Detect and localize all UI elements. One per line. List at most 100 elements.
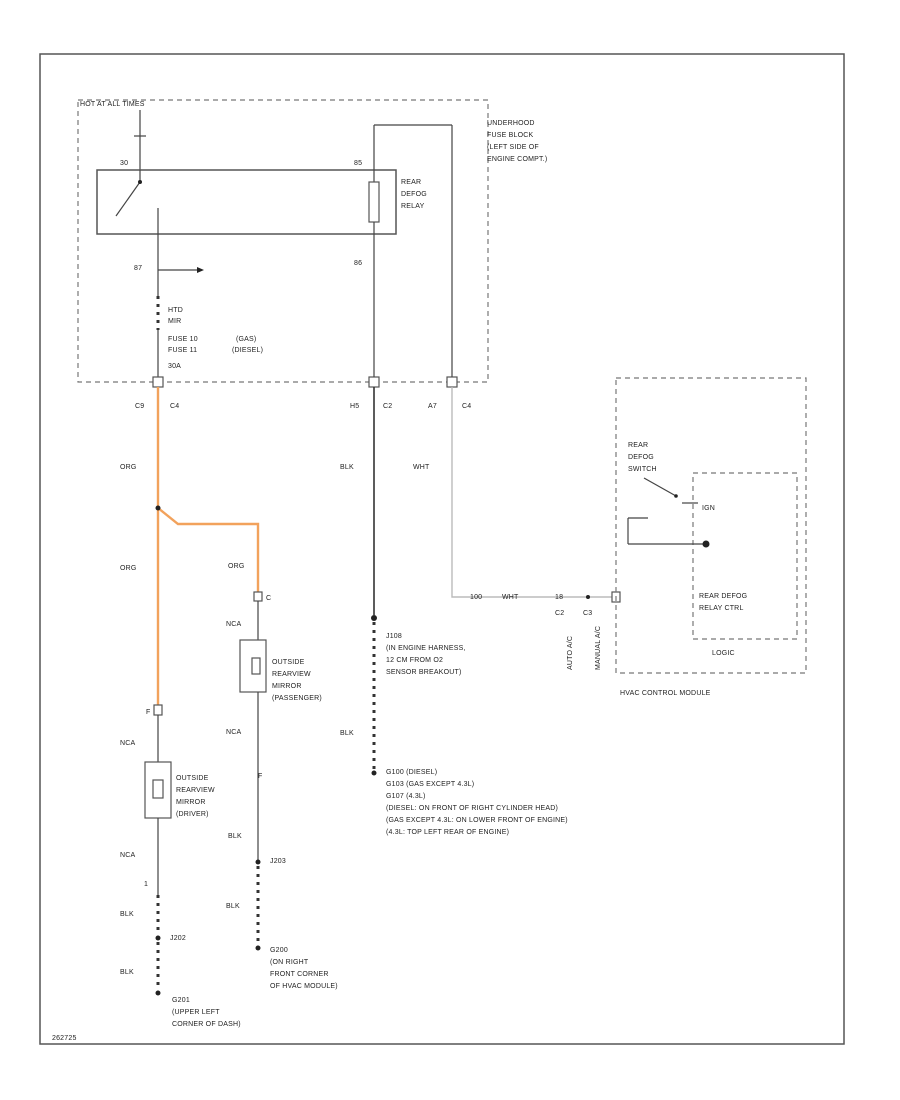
svg-text:G100 (DIESEL): G100 (DIESEL) — [386, 769, 437, 776]
hvac-connector-dot — [586, 595, 590, 599]
driver-mirror-label: OUTSIDE REARVIEW MIRROR (DRIVER) — [176, 775, 215, 818]
svg-text:G107 (4.3L): G107 (4.3L) — [386, 793, 426, 800]
svg-text:REARVIEW: REARVIEW — [176, 787, 215, 794]
svg-text:18: 18 — [555, 594, 563, 601]
wire-color-nca-3: NCA — [120, 740, 136, 747]
svg-text:OUTSIDE: OUTSIDE — [176, 775, 209, 782]
outer-frame — [39, 53, 845, 1045]
relay-switch-icon — [115, 170, 159, 234]
wire-color-blk-4: BLK — [226, 903, 240, 910]
svg-text:G200: G200 — [270, 947, 288, 954]
wire-color-blk-6: BLK — [120, 969, 134, 976]
svg-text:C2: C2 — [555, 610, 564, 617]
white-control-wire — [451, 387, 618, 598]
driver-pin-bot: 1 — [144, 881, 148, 888]
ground-g201-point — [155, 990, 161, 996]
wire-color-nca-4: NCA — [120, 852, 136, 859]
j108-splice — [371, 615, 377, 621]
svg-text:REAR: REAR — [628, 442, 648, 449]
svg-text:(ON RIGHT: (ON RIGHT — [270, 959, 309, 966]
svg-text:(UPPER LEFT: (UPPER LEFT — [172, 1009, 220, 1016]
j203-label: J203 — [270, 858, 286, 865]
svg-text:30A: 30A — [168, 363, 181, 370]
svg-text:H5: H5 — [350, 403, 359, 410]
wire-color-nca-2: NCA — [226, 729, 242, 736]
relay-pin-87: 87 — [134, 265, 142, 272]
hot-at-all-times-label: HOT AT ALL TIMES — [80, 101, 145, 108]
ground-g200-label: G200 (ON RIGHT FRONT CORNER OF HVAC MODU… — [270, 947, 338, 990]
fuse-block-label: UNDERHOOD FUSE BLOCK (LEFT SIDE OF ENGIN… — [487, 120, 547, 163]
svg-text:DEFOG: DEFOG — [401, 191, 427, 198]
svg-text:RELAY: RELAY — [401, 203, 425, 210]
svg-text:(4.3L: TOP LEFT REAR OF ENGINE: (4.3L: TOP LEFT REAR OF ENGINE) — [386, 829, 509, 836]
ign-label: IGN — [702, 505, 715, 512]
svg-text:SENSOR BREAKOUT): SENSOR BREAKOUT) — [386, 669, 462, 676]
relay-coil-icon — [368, 124, 452, 234]
driver-pin-top: F — [146, 709, 150, 716]
j203-splice — [255, 859, 261, 865]
svg-text:ENGINE COMPT.): ENGINE COMPT.) — [487, 156, 547, 163]
svg-text:FUSE 11: FUSE 11 — [168, 347, 197, 354]
wire-color-org-1: ORG — [120, 464, 137, 471]
rear-defog-switch-label: REAR DEFOG SWITCH — [628, 442, 657, 473]
svg-text:(GAS EXCEPT 4.3L: ON LOWER FRO: (GAS EXCEPT 4.3L: ON LOWER FRONT OF ENGI… — [386, 817, 568, 824]
svg-text:FUSE 10: FUSE 10 — [168, 336, 198, 343]
j202-label: J202 — [170, 935, 186, 942]
svg-text:SWITCH: SWITCH — [628, 466, 657, 473]
fuse-block-boundary — [77, 99, 489, 383]
logic-label: LOGIC — [712, 650, 735, 657]
svg-text:(GAS): (GAS) — [236, 336, 256, 343]
driver-mirror-connector-top — [153, 704, 163, 716]
svg-text:DEFOG: DEFOG — [628, 454, 654, 461]
passenger-pin-bot: F — [258, 773, 262, 780]
svg-text:C9: C9 — [135, 403, 144, 410]
ground-g100-point — [371, 770, 377, 776]
svg-text:C3: C3 — [583, 610, 592, 617]
wire-color-blk-1: BLK — [340, 464, 354, 471]
wire-color-blk-2: BLK — [340, 730, 354, 737]
relay-assembly-box — [96, 169, 397, 235]
passenger-mirror-label: OUTSIDE REARVIEW MIRROR (PASSENGER) — [272, 659, 322, 702]
j108-label: J108 (IN ENGINE HARNESS, 12 CM FROM O2 S… — [386, 633, 465, 676]
splice-arrowhead — [197, 267, 204, 273]
svg-text:(PASSENGER): (PASSENGER) — [272, 695, 322, 702]
svg-text:(DIESEL): (DIESEL) — [232, 347, 263, 354]
relay-name-label: REAR DEFOG RELAY — [401, 179, 427, 210]
svg-text:UNDERHOOD: UNDERHOOD — [487, 120, 535, 127]
svg-text:CORNER OF DASH): CORNER OF DASH) — [172, 1021, 241, 1028]
svg-text:FRONT CORNER: FRONT CORNER — [270, 971, 329, 978]
manual-ac-label: MANUAL A/C — [595, 626, 602, 670]
wire-color-blk-5: BLK — [120, 911, 134, 918]
rear-defog-switch-icon — [627, 477, 710, 548]
j202-splice — [155, 935, 161, 941]
svg-text:(LEFT SIDE OF: (LEFT SIDE OF — [487, 144, 539, 151]
orange-splice-point — [155, 505, 161, 511]
svg-text:C4: C4 — [462, 403, 471, 410]
hvac-module-label: HVAC CONTROL MODULE — [620, 690, 711, 697]
svg-text:C4: C4 — [170, 403, 179, 410]
svg-text:G201: G201 — [172, 997, 190, 1004]
svg-text:WHT: WHT — [502, 594, 519, 601]
svg-text:12 CM FROM O2: 12 CM FROM O2 — [386, 657, 443, 664]
orange-power-wire-branch — [157, 507, 260, 592]
svg-text:MIRROR: MIRROR — [176, 799, 206, 806]
relay-pin-30: 30 — [120, 160, 128, 167]
svg-text:G103 (GAS EXCEPT 4.3L): G103 (GAS EXCEPT 4.3L) — [386, 781, 474, 788]
svg-text:(DRIVER): (DRIVER) — [176, 811, 209, 818]
wire-color-wht-1: WHT — [413, 464, 430, 471]
svg-text:REAR DEFOG: REAR DEFOG — [699, 593, 747, 600]
svg-text:J108: J108 — [386, 633, 402, 640]
figure-id: 262725 — [52, 1035, 77, 1042]
svg-text:REARVIEW: REARVIEW — [272, 671, 311, 678]
relay-pin-86: 86 — [354, 260, 362, 267]
passenger-pin-top: C — [266, 595, 271, 602]
auto-ac-label: AUTO A/C — [567, 636, 574, 670]
svg-text:C2: C2 — [383, 403, 392, 410]
passenger-mirror-connector-top — [253, 591, 263, 602]
wire-color-org-3: ORG — [228, 563, 245, 570]
svg-text:OUTSIDE: OUTSIDE — [272, 659, 305, 666]
wire-color-blk-3: BLK — [228, 833, 242, 840]
driver-mirror-heater-icon — [144, 761, 172, 819]
svg-text:HTD: HTD — [168, 307, 183, 314]
